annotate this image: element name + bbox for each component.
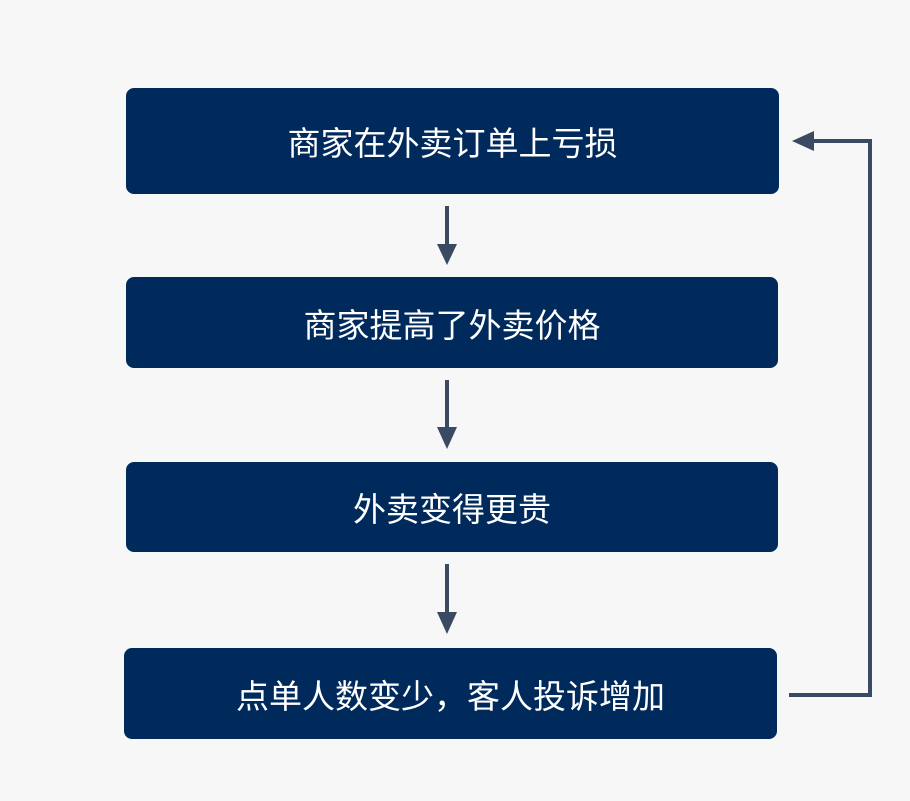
down-arrow-2 [437,380,457,449]
step-label-3: 外卖变得更贵 [353,490,551,529]
step-label-1: 商家在外卖订单上亏损 [287,124,618,163]
step-box-4: 点单人数变少，客人投诉增加 [124,648,777,739]
step-label-4: 点单人数变少，客人投诉增加 [236,676,665,716]
down-arrow-1 [437,206,457,265]
step-box-2: 商家提高了外卖价格 [126,277,778,368]
step-label-2: 商家提高了外卖价格 [303,305,601,345]
step-box-3: 外卖变得更贵 [126,462,778,552]
feedback-loop-arrow [789,131,872,697]
step-box-1: 商家在外卖订单上亏损 [126,88,779,194]
down-arrow-3 [437,564,457,634]
